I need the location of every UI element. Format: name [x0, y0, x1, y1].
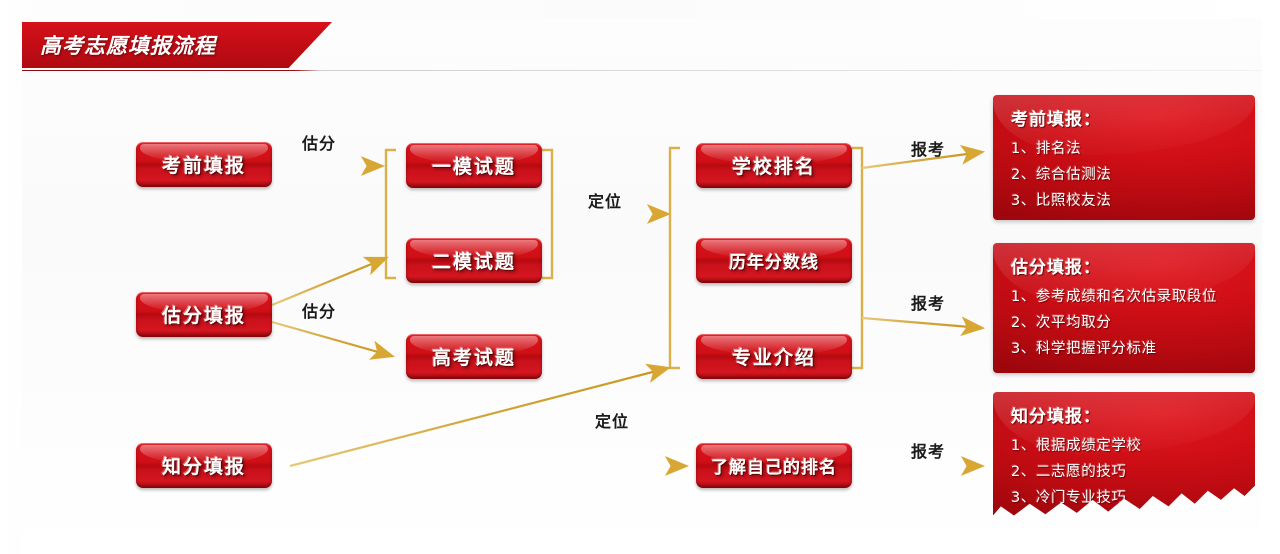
panel-item: 2、二志愿的技巧 — [1011, 463, 1127, 480]
panel-title: 知分填报： — [1011, 407, 1101, 427]
panel-item: 1、根据成绩定学校 — [1011, 438, 1142, 454]
edge-label-dingwei-bottom: 定位 — [595, 412, 630, 431]
edge-label-baokao-3: 报考 — [911, 442, 946, 461]
banner-shape — [22, 22, 332, 68]
node-yimo-shiti[interactable]: 一模试题 — [406, 143, 542, 188]
node-label: 历年分数线 — [729, 253, 819, 273]
panel-item: 3、冷门专业技巧 — [1011, 489, 1127, 506]
node-label: 考前填报 — [161, 155, 246, 177]
panel-title: 估分填报： — [1011, 258, 1101, 278]
node-label: 学校排名 — [731, 156, 816, 178]
panel-item: 1、参考成绩和名次估录取段位 — [1011, 289, 1218, 305]
node-label: 知分填报 — [161, 456, 246, 478]
node-gaokao-shiti[interactable]: 高考试题 — [406, 334, 542, 379]
node-label: 了解自己的排名 — [711, 458, 837, 478]
node-linian-fenshuxian[interactable]: 历年分数线 — [696, 238, 852, 283]
node-zhuanye-jieshao[interactable]: 专业介绍 — [696, 334, 852, 379]
panel-gufen-tianbao: 估分填报： 1、参考成绩和名次估录取段位 2、次平均取分 3、科学把握评分标准 — [993, 243, 1255, 373]
header-banner: 高考志愿填报流程 — [22, 22, 332, 68]
header-divider — [22, 70, 1262, 71]
panel-item: 2、次平均取分 — [1011, 314, 1112, 331]
panel-title: 考前填报： — [1011, 110, 1101, 130]
panel-item: 3、科学把握评分标准 — [1011, 340, 1157, 357]
node-ermo-shiti[interactable]: 二模试题 — [406, 238, 542, 283]
panel-kaoqian-tianbao: 考前填报： 1、排名法 2、综合估测法 3、比照校友法 — [993, 95, 1255, 220]
node-gufen-tianbao[interactable]: 估分填报 — [136, 292, 272, 337]
edge-label-gufen-top: 估分 — [302, 134, 337, 153]
node-label: 高考试题 — [431, 347, 516, 369]
edge-label-baokao-1: 报考 — [911, 140, 946, 159]
node-label: 估分填报 — [161, 305, 246, 327]
node-zhifen-tianbao[interactable]: 知分填报 — [136, 443, 272, 488]
edge-label-baokao-2: 报考 — [911, 294, 946, 313]
node-label: 一模试题 — [431, 156, 516, 178]
node-label: 专业介绍 — [731, 347, 816, 369]
page-title: 高考志愿填报流程 — [40, 34, 216, 58]
node-kaoqian-tianbao[interactable]: 考前填报 — [136, 142, 272, 187]
node-label: 二模试题 — [431, 251, 516, 273]
node-xuexiao-paiming[interactable]: 学校排名 — [696, 143, 852, 188]
edge-label-dingwei-top: 定位 — [588, 192, 623, 211]
node-liaojie-ziji-paiming[interactable]: 了解自己的排名 — [696, 443, 852, 488]
panel-item: 3、比照校友法 — [1011, 192, 1112, 209]
panel-item: 2、综合估测法 — [1011, 166, 1112, 183]
edge-label-gufen-mid: 估分 — [302, 302, 337, 321]
panel-item: 1、排名法 — [1011, 141, 1082, 157]
